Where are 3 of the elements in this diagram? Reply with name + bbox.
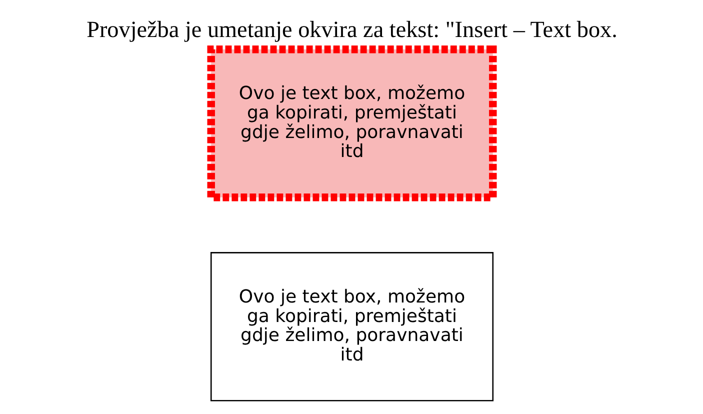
node-box: Ovo je text box, možemo ga kopirati, premještati gdje želimo, poravnavati itd <box>206 46 496 202</box>
node-box: Ovo je text box, možemo ga kopirati, premještati gdje želimo, poravnavati itd <box>210 252 494 402</box>
diagram-title: Provježba je umetanje okvira za tekst: "Insert – Text box. <box>86 17 617 44</box>
